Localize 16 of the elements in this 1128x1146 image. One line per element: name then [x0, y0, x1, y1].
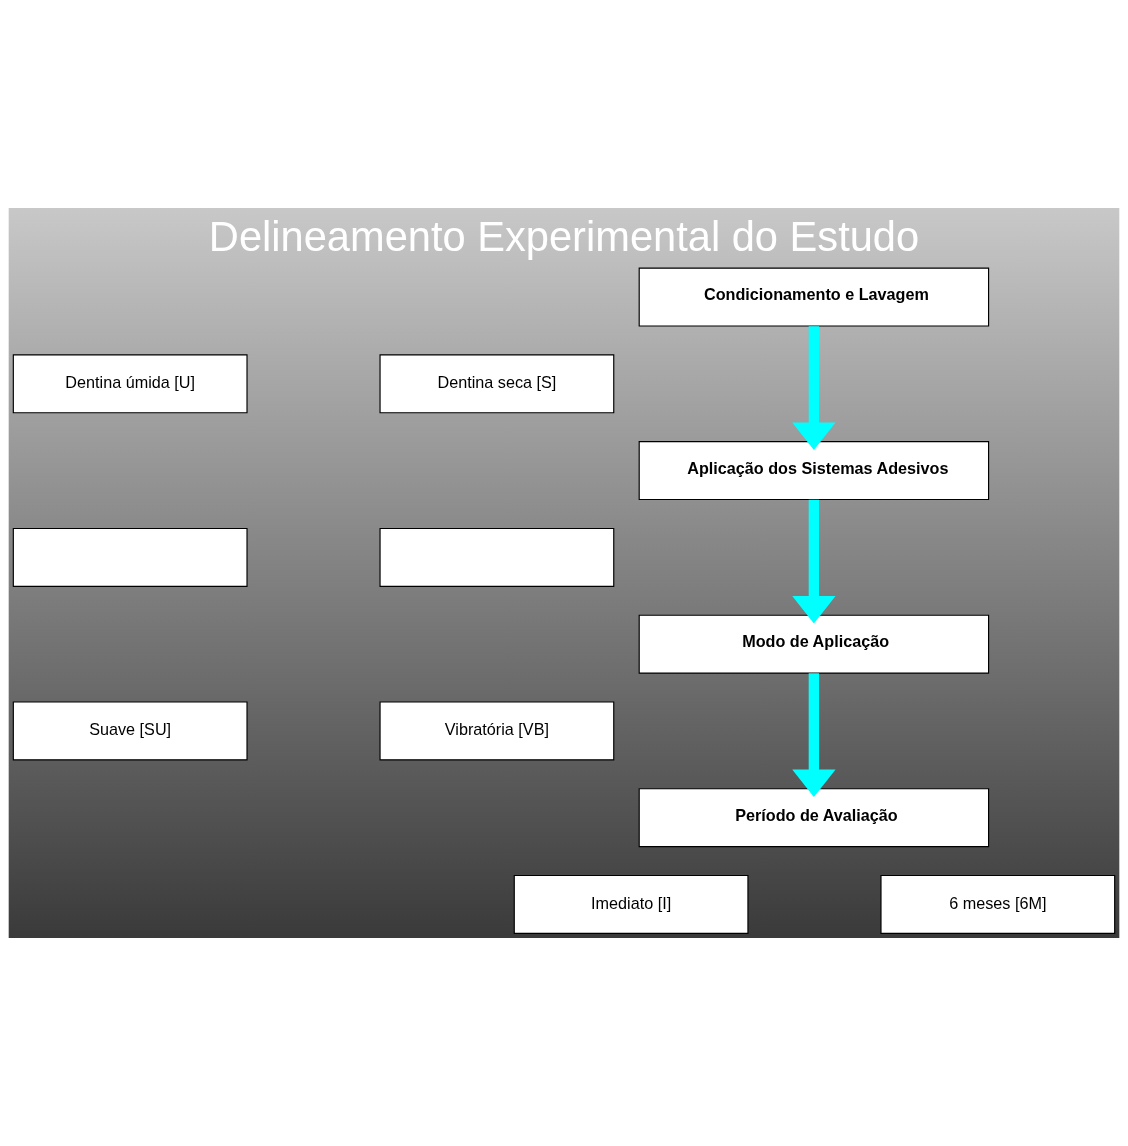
node-box: Vibratória [VB] — [379, 701, 615, 761]
arrow — [792, 499, 836, 624]
node-box: Aplicação dos Sistemas Adesivos — [638, 441, 990, 501]
node-box: Imediato [I] — [513, 874, 749, 934]
arrow — [792, 326, 836, 450]
node-box: Período de Avaliação — [638, 788, 990, 848]
node-box: Dentina seca [S] — [379, 354, 615, 414]
node-box — [379, 527, 615, 587]
arrow — [792, 673, 836, 798]
node-box: Dentina úmida [U] — [12, 354, 248, 414]
node-box: 6 meses [6M] — [880, 874, 1116, 934]
node-box: Suave [SU] — [12, 701, 248, 761]
diagram-title: Delineamento Experimental do Estudo — [208, 212, 920, 260]
node-box — [12, 527, 248, 587]
node-box: Modo de Aplicação — [638, 614, 990, 674]
node-box: Condicionamento e Lavagem — [638, 267, 990, 327]
